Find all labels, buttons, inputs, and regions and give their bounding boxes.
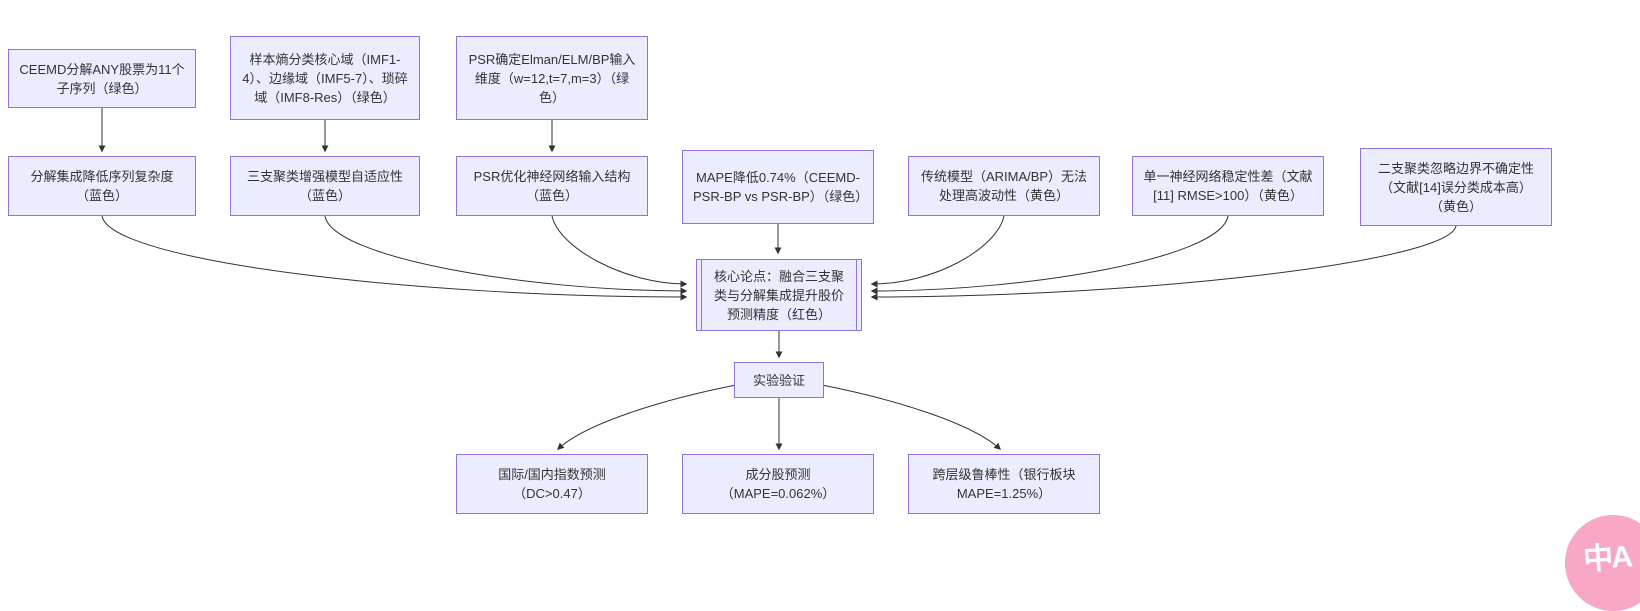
node-psr-optimize: PSR优化神经网络输入结构（蓝色） — [456, 156, 648, 216]
node-traditional-model: 传统模型（ARIMA/BP）无法处理高波动性（黄色） — [908, 156, 1100, 216]
node-psr-optimize-label: PSR优化神经网络输入结构（蓝色） — [473, 169, 631, 203]
diagram-edges — [98, 108, 1457, 451]
node-decompose-reduce-label: 分解集成降低序列复杂度（蓝色） — [30, 169, 174, 203]
node-robustness-label: 跨层级鲁棒性（银行板块MAPE=1.25%） — [932, 467, 1076, 501]
node-sample-entropy-label: 样本熵分类核心域（IMF1-4）、边缘域（IMF5-7）、琐碎域（IMF8-Re… — [242, 51, 408, 105]
node-mape-reduce-label: MAPE降低0.74%（CEEMD-PSR-BP vs PSR-BP）（绿色） — [693, 170, 869, 204]
node-index-prediction: 国际/国内指数预测（DC>0.47） — [456, 454, 648, 514]
node-psr-dimension: PSR确定Elman/ELM/BP输入维度（w=12,t=7,m=3）（绿色） — [456, 36, 648, 120]
node-experiment: 实验验证 — [734, 362, 824, 398]
node-single-nn-label: 单一神经网络稳定性差（文献[11] RMSE>100）（黄色） — [1143, 169, 1313, 203]
node-two-way-cluster: 二支聚类忽略边界不确定性（文献[14]误分类成本高）（黄色） — [1360, 148, 1552, 226]
node-ceemd-decompose: CEEMD分解ANY股票为11个子序列（绿色） — [8, 49, 196, 108]
node-three-way-cluster: 三支聚类增强模型自适应性（蓝色） — [230, 156, 420, 216]
node-component-stock: 成分股预测（MAPE=0.062%） — [682, 454, 874, 514]
edge-cluster-to-core — [324, 215, 688, 295]
edge-twoway-to-core — [870, 225, 1457, 301]
node-sample-entropy: 样本熵分类核心域（IMF1-4）、边缘域（IMF5-7）、琐碎域（IMF8-Re… — [230, 36, 420, 120]
node-psr-dimension-label: PSR确定Elman/ELM/BP输入维度（w=12,t=7,m=3）（绿色） — [468, 51, 636, 105]
edge-decompose-to-core — [101, 215, 688, 301]
edge-singlenn-to-core — [870, 215, 1229, 295]
node-mape-reduce: MAPE降低0.74%（CEEMD-PSR-BP vs PSR-BP）（绿色） — [682, 150, 874, 224]
edge-traditional-to-core — [870, 215, 1005, 288]
node-decompose-reduce: 分解集成降低序列复杂度（蓝色） — [8, 156, 196, 216]
node-experiment-label: 实验验证 — [752, 372, 805, 388]
edge-experiment-to-robustness — [821, 384, 1002, 450]
node-component-stock-label: 成分股预测（MAPE=0.062%） — [720, 467, 836, 501]
edge-psropt-to-core — [551, 215, 688, 288]
translate-badge-label: 中A — [1582, 540, 1633, 577]
node-core-thesis-label: 核心论点：融合三支聚类与分解集成提升股价预测精度（红色） — [713, 268, 844, 322]
node-core-thesis: 核心论点：融合三支聚类与分解集成提升股价预测精度（红色） — [696, 259, 862, 331]
node-single-nn: 单一神经网络稳定性差（文献[11] RMSE>100）（黄色） — [1132, 156, 1324, 216]
node-ceemd-decompose-label: CEEMD分解ANY股票为11个子序列（绿色） — [19, 61, 185, 96]
node-index-prediction-label: 国际/国内指数预测（DC>0.47） — [498, 467, 606, 501]
node-robustness: 跨层级鲁棒性（银行板块MAPE=1.25%） — [908, 454, 1100, 514]
node-two-way-cluster-label: 二支聚类忽略边界不确定性（文献[14]误分类成本高）（黄色） — [1377, 160, 1534, 214]
edge-experiment-to-index — [556, 384, 737, 450]
node-traditional-model-label: 传统模型（ARIMA/BP）无法处理高波动性（黄色） — [920, 169, 1088, 203]
node-three-way-cluster-label: 三支聚类增强模型自适应性（蓝色） — [246, 169, 403, 203]
